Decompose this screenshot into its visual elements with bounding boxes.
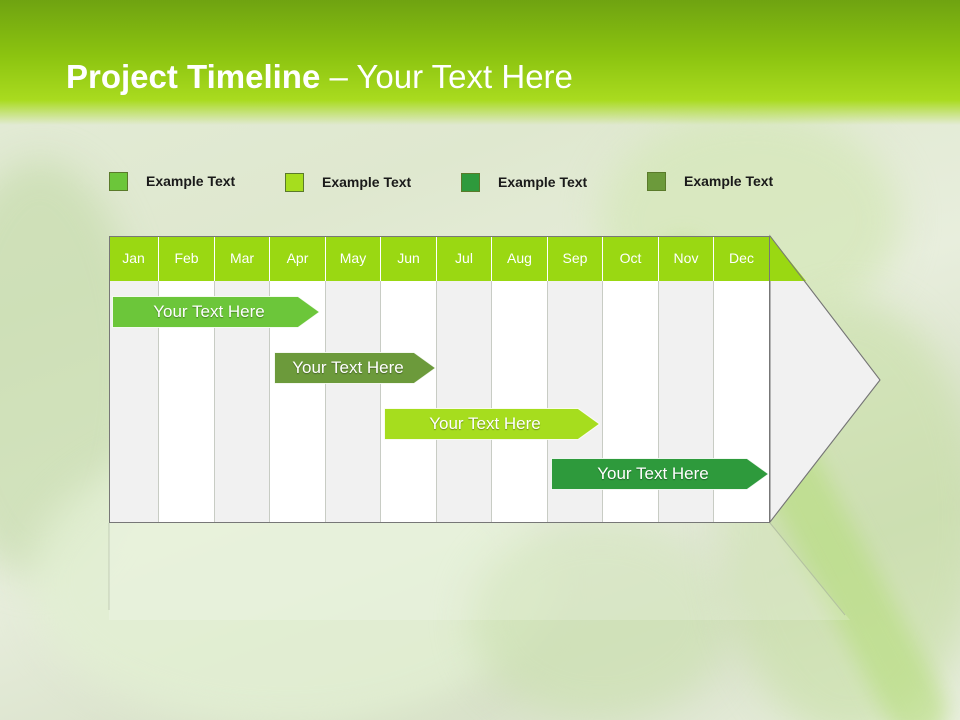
month-header: Dec: [714, 236, 770, 281]
month-header: Mar: [215, 236, 270, 281]
task-label: Your Text Here: [153, 302, 265, 321]
title-rest: – Your Text Here: [320, 58, 573, 95]
month-header: Jul: [437, 236, 492, 281]
month-header: Oct: [603, 236, 659, 281]
legend-item: Example Text: [461, 172, 587, 192]
legend-item: Example Text: [285, 172, 411, 192]
month-header: Apr: [270, 236, 326, 281]
month-header: Jan: [109, 236, 159, 281]
task-arrow: Your Text Here: [274, 352, 436, 384]
legend-label: Example Text: [498, 174, 588, 190]
month-column: [159, 236, 215, 523]
task-label: Your Text Here: [597, 464, 709, 483]
task-label: Your Text Here: [292, 358, 404, 377]
month-header: Feb: [159, 236, 215, 281]
task-arrow: Your Text Here: [384, 408, 600, 440]
legend-item: Example Text: [647, 171, 773, 191]
legend-label: Example Text: [146, 173, 236, 189]
legend-label: Example Text: [322, 174, 412, 190]
month-column: [215, 236, 270, 523]
legend-swatch: [647, 171, 666, 191]
task-arrow: Your Text Here: [112, 296, 320, 328]
legend-item: Example Text: [109, 171, 235, 191]
task-label: Your Text Here: [429, 414, 541, 433]
header-band: [0, 0, 960, 125]
task-arrow: Your Text Here: [551, 458, 769, 490]
month-header: Sep: [548, 236, 603, 281]
slide-title: Project Timeline – Your Text Here: [66, 58, 573, 96]
month-header: May: [326, 236, 381, 281]
title-bold: Project Timeline: [66, 58, 321, 95]
month-column: [437, 236, 492, 523]
legend-swatch: [461, 172, 480, 192]
legend-swatch: [109, 171, 128, 191]
month-header: Nov: [659, 236, 714, 281]
month-column: [109, 236, 159, 523]
month-header: Aug: [492, 236, 548, 281]
month-column: [492, 236, 548, 523]
month-header: Jun: [381, 236, 437, 281]
legend-label: Example Text: [684, 173, 774, 189]
legend-swatch: [285, 172, 304, 192]
